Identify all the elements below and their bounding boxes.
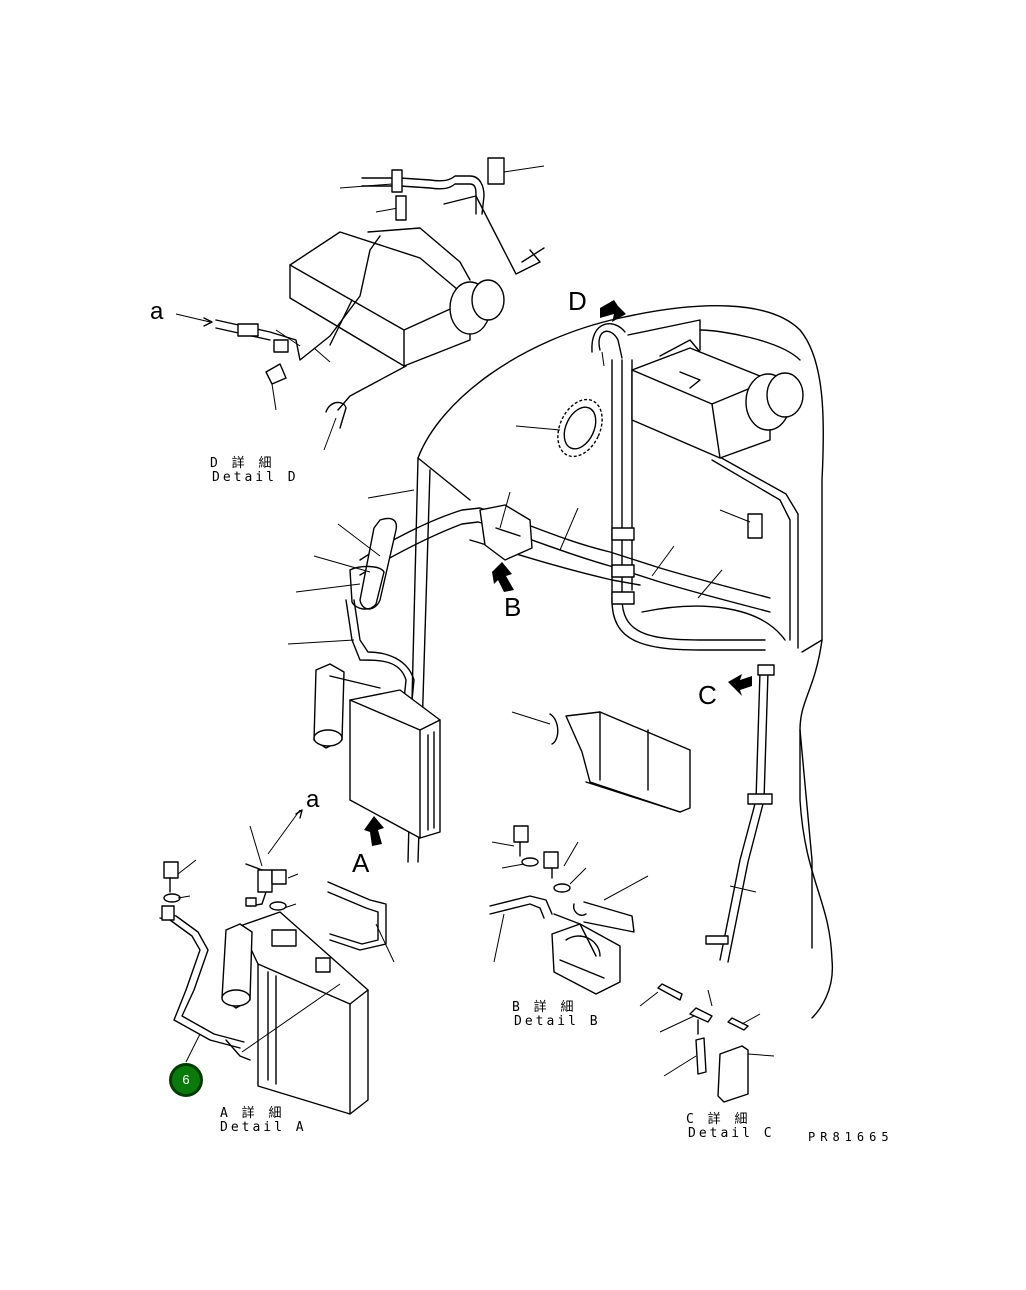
detail-b-drawing [489,825,649,995]
detail-c-jp: C 詳 細 [686,1112,751,1127]
detail-d-en: Detail D [212,470,299,485]
left-hose-bundle [287,489,415,701]
view-arrow-c [728,674,752,696]
detail-a-drawing [159,809,395,1115]
detail-c-drawing [639,983,775,1103]
duct-plate [511,711,691,813]
detail-a-en: Detail A [220,1120,307,1135]
detail-b-en: Detail B [514,1014,601,1029]
blower-wheel [515,398,603,458]
view-arrow-b [492,562,514,592]
callout-marker-label: 6 [182,1072,190,1087]
view-arrow-a [364,816,384,846]
callout-marker-6[interactable]: 6 [169,1063,203,1097]
view-label-d: D [568,286,587,316]
expansion-valve-assy [479,491,579,561]
ac-unit-main [631,339,804,459]
view-label-c: C [698,680,717,710]
detail-c-en: Detail C [688,1126,775,1141]
receiver-drier-box [313,663,441,839]
detail-d-jp: D 詳 細 [210,456,275,471]
view-label-b: B [504,592,522,622]
detail-d-drawing [175,157,545,451]
pipe-ref-a-top: a [150,298,164,325]
view-arrow-d [600,300,626,322]
drawing-number: PR81665 [808,1130,894,1144]
cab-outline [407,305,834,1019]
detail-b-jp: B 詳 細 [512,1000,577,1015]
view-label-a: A [352,848,370,878]
detail-a-jp: A 詳 細 [220,1106,285,1121]
pipe-ref-a-bottom: a [306,786,320,813]
leader-lines [601,351,757,893]
